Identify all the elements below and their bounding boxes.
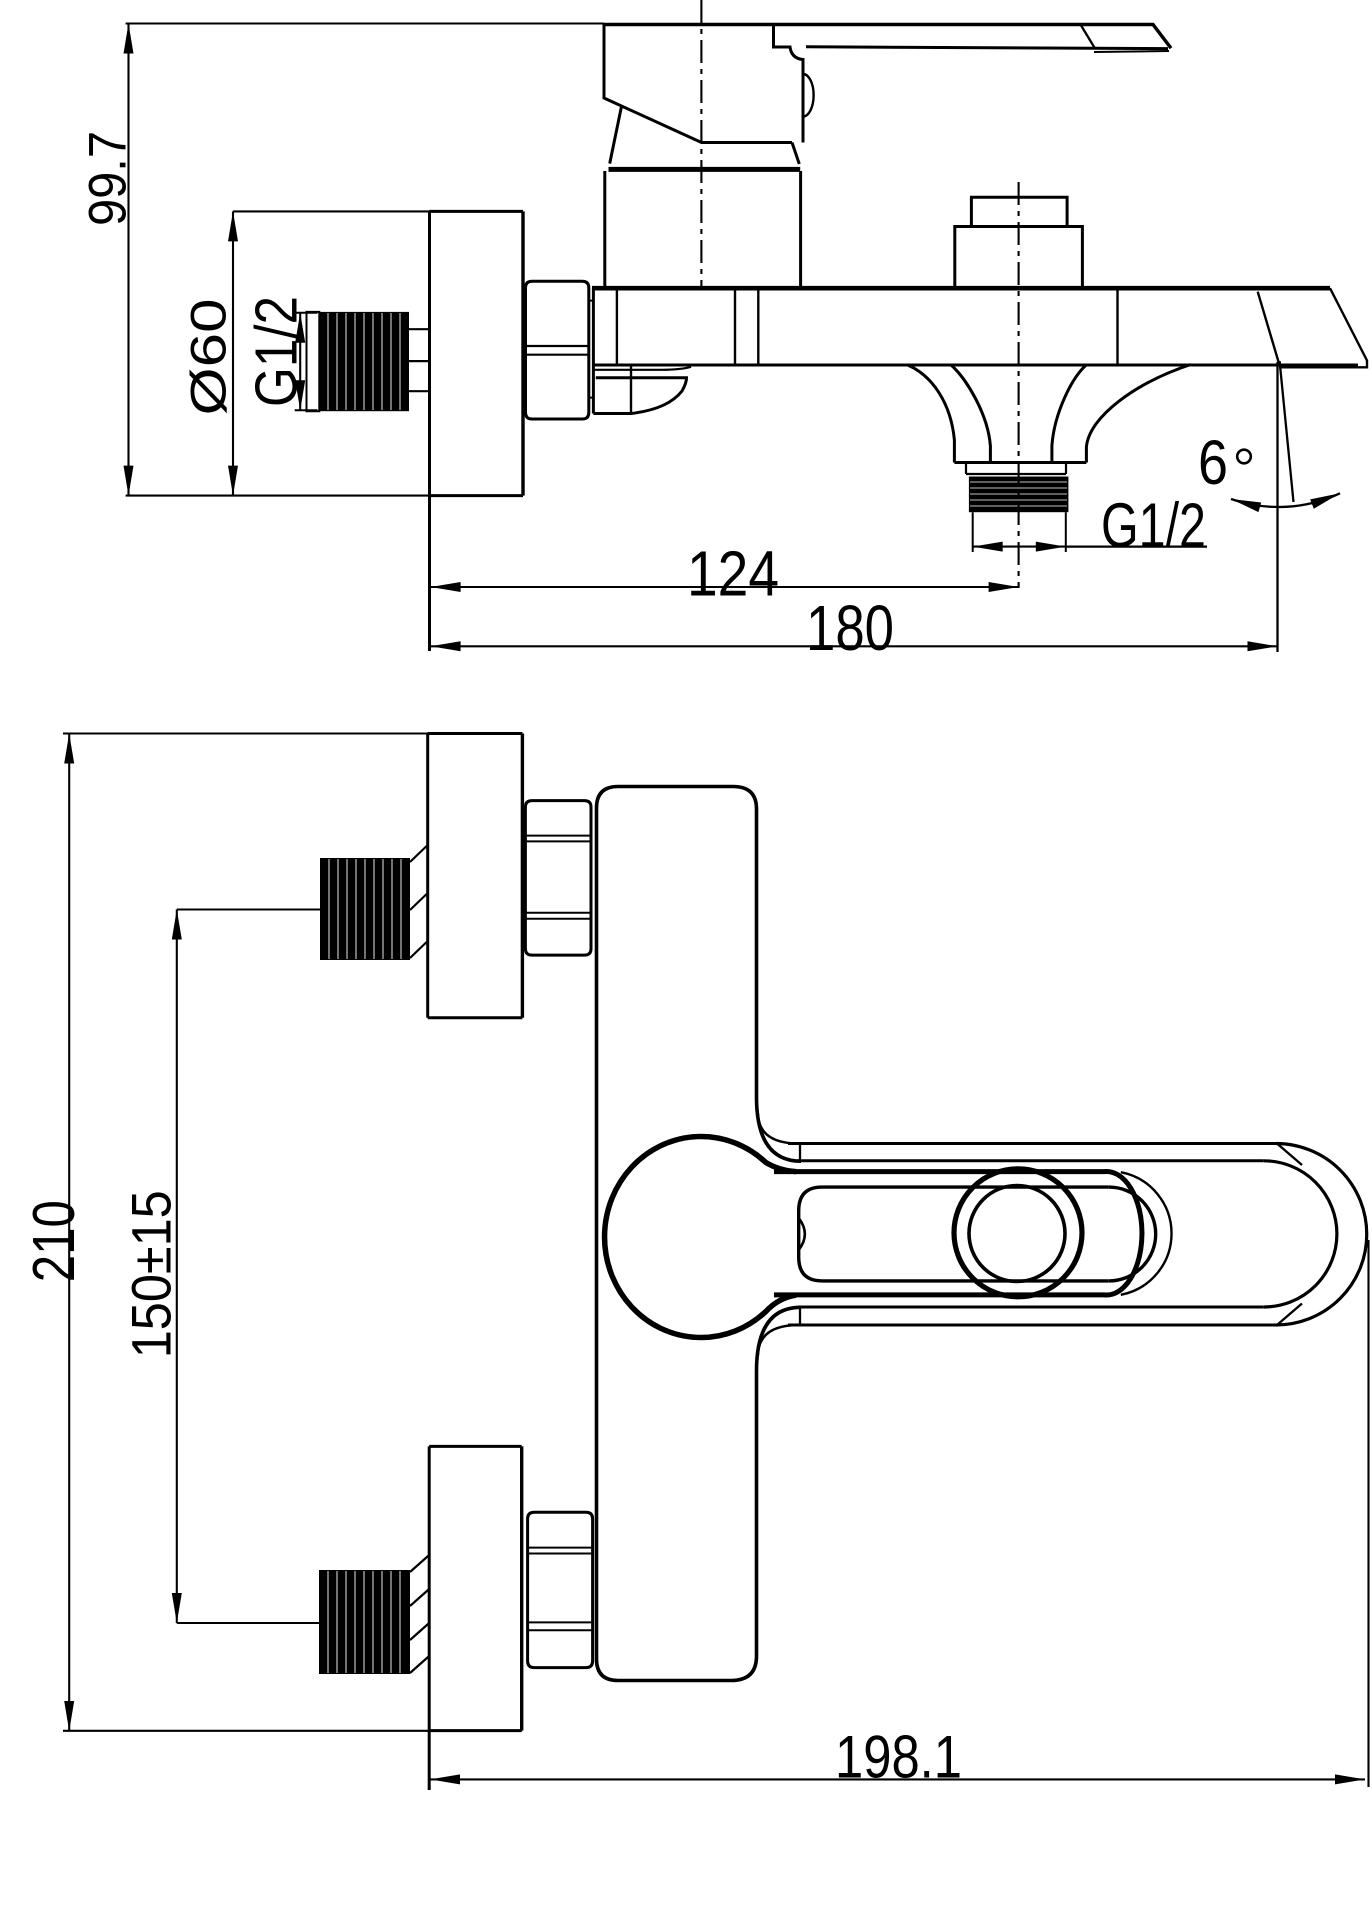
svg-text:198.1: 198.1 xyxy=(835,1724,962,1791)
svg-text:Ø60: Ø60 xyxy=(181,299,237,416)
svg-text:150±15: 150±15 xyxy=(120,1190,183,1358)
svg-text:6: 6 xyxy=(1198,428,1228,498)
svg-text:180: 180 xyxy=(806,592,894,664)
svg-text:210: 210 xyxy=(20,1200,87,1282)
svg-text:G1/2: G1/2 xyxy=(244,296,310,407)
svg-text:124: 124 xyxy=(687,538,779,610)
svg-text:G1/2: G1/2 xyxy=(1101,491,1206,561)
svg-text:99.7: 99.7 xyxy=(79,131,138,226)
